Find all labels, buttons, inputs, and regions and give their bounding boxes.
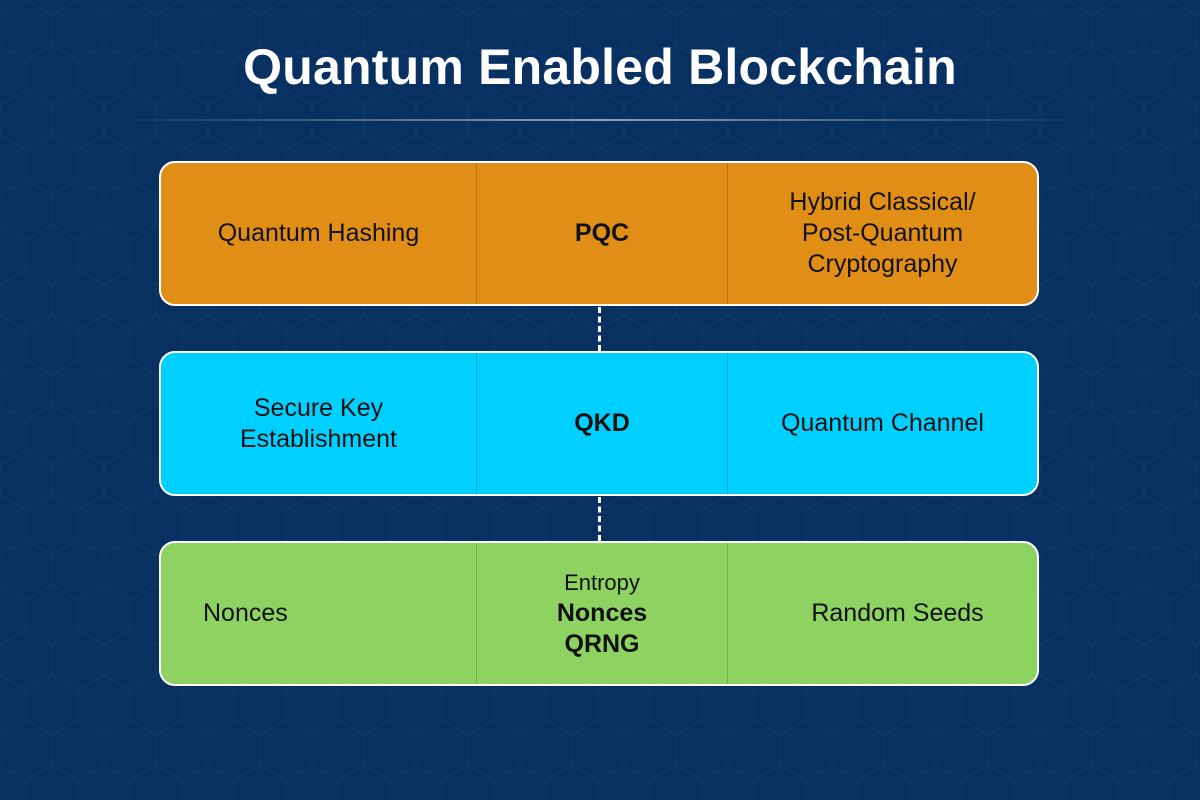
layer-qkd: Secure Key Establishment QKD Quantum Cha… bbox=[159, 351, 1039, 496]
title-divider bbox=[110, 119, 1090, 121]
qkd-left-cell: Secure Key Establishment bbox=[161, 353, 476, 494]
pqc-left-cell: Quantum Hashing bbox=[217, 219, 420, 247]
pqc-right-line: Post-Quantum bbox=[801, 219, 964, 247]
pqc-center-cell: PQC bbox=[476, 163, 728, 304]
qrng-center-cell: Entropy Nonces QRNG bbox=[476, 543, 728, 684]
qrng-left-cell: Nonces bbox=[203, 599, 288, 627]
pqc-right-line: Cryptography bbox=[807, 250, 958, 278]
pqc-right-cell: Hybrid Classical/ Post-Quantum Cryptogra… bbox=[728, 163, 1037, 304]
dashed-connector bbox=[598, 307, 601, 351]
qrng-center-line: Nonces bbox=[556, 598, 648, 627]
layer-pqc: Quantum Hashing PQC Hybrid Classical/ Po… bbox=[159, 161, 1039, 306]
layer-qrng: Nonces Entropy Nonces QRNG Random Seeds bbox=[159, 541, 1039, 686]
qrng-center-line: QRNG bbox=[564, 629, 640, 658]
qrng-right-cell: Random Seeds bbox=[811, 599, 984, 627]
pqc-right-line: Hybrid Classical/ bbox=[789, 188, 976, 216]
qkd-left-line: Establishment bbox=[239, 424, 398, 453]
qkd-right-cell: Quantum Channel bbox=[781, 409, 984, 437]
dashed-connector bbox=[598, 497, 601, 541]
qrng-center-subtitle: Entropy bbox=[564, 569, 640, 595]
qkd-left-line: Secure Key bbox=[253, 393, 384, 422]
qkd-center-cell: QKD bbox=[476, 353, 728, 494]
page-title: Quantum Enabled Blockchain bbox=[243, 39, 957, 95]
